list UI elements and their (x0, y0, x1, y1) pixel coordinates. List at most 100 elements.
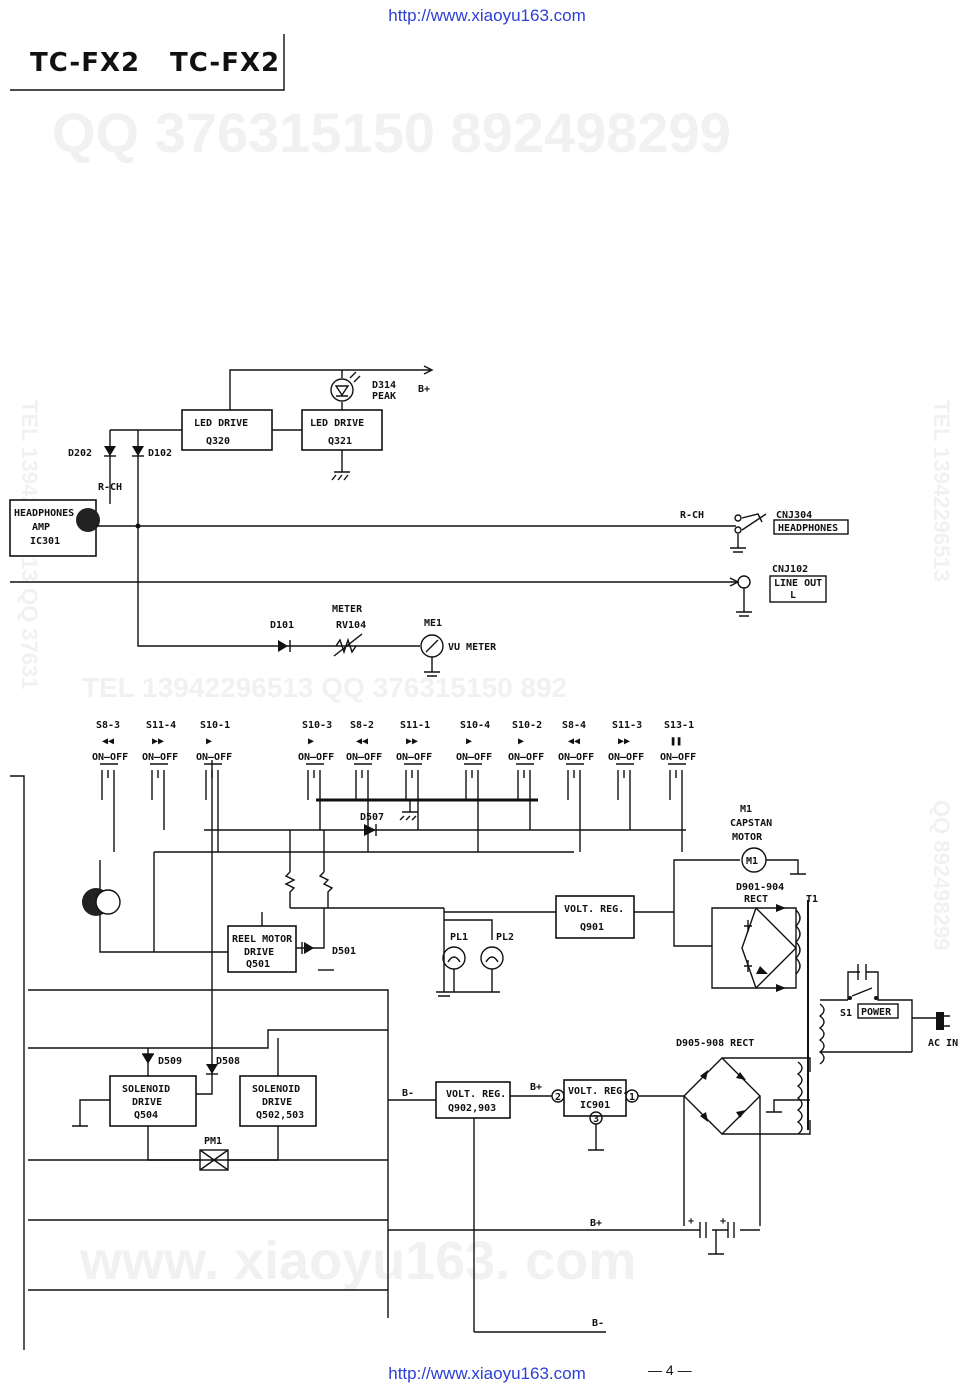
d905-label: D905-908 RECT (676, 1038, 754, 1049)
svg-text:M1: M1 (746, 856, 758, 867)
sol-q502-ref: Q502,503 (256, 1110, 304, 1121)
led-drive-q320-ref: Q320 (206, 436, 230, 447)
switch-lead (617, 778, 631, 830)
switch-lead (151, 778, 165, 830)
ic901-pin2: 2 (555, 1092, 561, 1103)
switch-lead (405, 778, 419, 830)
switch-on-off-label: ON—OFF (558, 752, 594, 763)
switch-on-off-label: ON—OFF (456, 752, 492, 763)
d202-label: D202 (68, 448, 92, 459)
meter-label: METER (332, 604, 363, 615)
hp-amp-connector-icon (76, 508, 100, 532)
d508-label: D508 (216, 1056, 240, 1067)
switch-lead (307, 778, 321, 830)
rv104-label: RV104 (336, 620, 366, 631)
led-drive-q321-ref: Q321 (328, 436, 352, 447)
switch-lead (205, 778, 219, 852)
led-drive-q321-label: LED DRIVE (310, 418, 364, 429)
line-out-jack-icon (737, 575, 751, 589)
switch-on-off-label: ON—OFF (298, 752, 334, 763)
switch-lead (355, 778, 369, 852)
sol-q504-label: SOLENOID (122, 1084, 170, 1095)
led-drive-q321-box (301, 409, 383, 451)
pm1-label: PM1 (204, 1136, 222, 1147)
switch-name-label: S8-3 (96, 720, 120, 731)
me1-label: ME1 (424, 618, 442, 629)
ic901-pin1: 1 (629, 1092, 635, 1103)
plunger-pm1-icon (199, 1149, 229, 1171)
switch-symbol-icon: ▶ (308, 736, 314, 747)
model-title-right: TC-FX2 (170, 48, 281, 78)
switch-symbol-icon: ◀◀ (102, 736, 114, 747)
switch-name-label: S13-1 (664, 720, 694, 731)
ac-in-label: AC IN (928, 1038, 958, 1049)
bplus-bottom-label: B+ (590, 1218, 602, 1229)
cnj102-label: CNJ102 (772, 564, 808, 575)
d314-label: D314 (372, 380, 396, 391)
switch-contact (566, 763, 584, 778)
switch-on-off-label: ON—OFF (92, 752, 128, 763)
pilot-lamp-pl2-icon (480, 946, 504, 970)
bminus-label: B- (402, 1088, 414, 1099)
switch-contact (306, 763, 324, 778)
bplus-mid-label: B+ (530, 1082, 542, 1093)
switch-symbol-icon: ▶▶ (406, 736, 418, 747)
switch-name-label: S10-4 (460, 720, 490, 731)
switch-lead (669, 778, 683, 852)
rch-label: R-CH (98, 482, 122, 493)
switch-contact (354, 763, 372, 778)
switch-symbol-icon: ▶ (206, 736, 212, 747)
svg-text:+: + (720, 1216, 726, 1227)
rch-out-label: R-CH (680, 510, 704, 521)
watermark-right-vertical-qq: QQ 892498299 (929, 800, 954, 951)
line-out-label: LINE OUT (774, 578, 822, 589)
reel-motor-ref: Q501 (246, 959, 270, 970)
volt-reg-ic901-box (563, 1079, 627, 1117)
led-drive-q320-label: LED DRIVE (194, 418, 248, 429)
s1-label: S1 (840, 1008, 852, 1019)
switch-on-off-label: ON—OFF (346, 752, 382, 763)
bottom-url[interactable]: http://www.xiaoyu163.com (388, 1364, 586, 1383)
d101-label: D101 (270, 620, 294, 631)
ic901-pin3: 3 (593, 1114, 599, 1125)
switch-symbol-icon: ▶ (518, 736, 524, 747)
line-out-l-label: L (790, 590, 796, 601)
volt-reg-q902-ref: Q902,903 (448, 1103, 496, 1114)
pl1-label: PL1 (450, 932, 468, 943)
power-label: POWER (861, 1007, 892, 1018)
switch-on-off-label: ON—OFF (142, 752, 178, 763)
switch-name-label: S10-1 (200, 720, 230, 731)
switch-contact (516, 763, 534, 778)
switch-contact (668, 763, 686, 778)
reel-motor-label2: DRIVE (244, 947, 274, 958)
switch-lead (465, 778, 479, 852)
switch-symbol-icon: ◀◀ (568, 736, 580, 747)
switch-name-label: S10-2 (512, 720, 542, 731)
d507-label: D507 (360, 812, 384, 823)
hp-amp-ref: IC301 (30, 536, 60, 547)
switch-contact (204, 763, 222, 778)
switch-lead (567, 778, 581, 852)
watermark-tel: TEL 13942296513 QQ 376315150 892 (82, 672, 568, 703)
pilot-lamp-pl1-icon (442, 946, 466, 970)
hp-amp-label2: AMP (32, 522, 50, 533)
watermark-right-vertical: TEL 13942296513 (929, 400, 954, 582)
headphones-label: HEADPHONES (778, 523, 838, 534)
switch-contact (150, 763, 168, 778)
reel-motor-label: REEL MOTOR (232, 934, 293, 945)
d501-label: D501 (332, 946, 356, 957)
top-url[interactable]: http://www.xiaoyu163.com (388, 6, 586, 25)
switch-symbol-icon: ▶▶ (618, 736, 630, 747)
switch-symbol-icon: ▶▶ (152, 736, 164, 747)
switch-name-label: S11-4 (146, 720, 176, 731)
switch-contact (404, 763, 422, 778)
volt-reg-ic901-label: VOLT. REG. (568, 1086, 628, 1097)
volt-reg-q901-ref: Q901 (580, 922, 604, 933)
switch-on-off-label: ON—OFF (396, 752, 432, 763)
switch-name-label: S11-3 (612, 720, 642, 731)
bplus-top-label: B+ (418, 384, 430, 395)
volt-reg-q901-box (555, 895, 635, 939)
d314-peak-label: PEAK (372, 391, 396, 402)
volt-reg-q901-label: VOLT. REG. (564, 904, 624, 915)
switch-lead (101, 778, 115, 852)
